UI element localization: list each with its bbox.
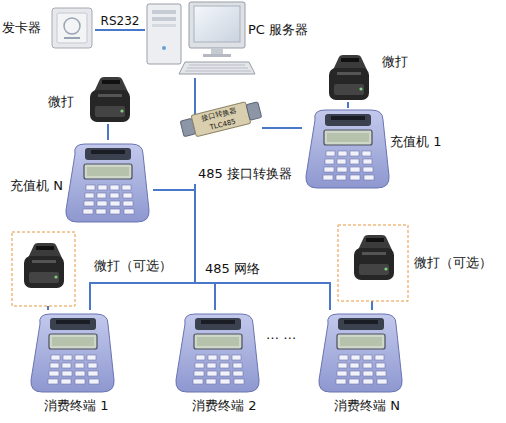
bus-wire [371,301,373,310]
node-label: 消费终端 1 [44,398,108,414]
converter-cable [262,127,296,129]
pos-terminal: 消费终端 1 [28,310,123,418]
terminal-icon [319,314,402,392]
pc-server: PC 服务器 [145,2,320,78]
bus-wire [95,29,145,31]
node-label: 充值机 1 [390,134,441,150]
recharge-machine: 充值机 N [8,140,153,215]
node-label: 微打 [382,54,408,70]
optional-printer: 微打（可选） [338,225,503,301]
bus-wire [153,184,195,190]
interface-label: RS232 [101,14,140,28]
printer-icon [90,77,130,122]
printer-icon [24,243,64,288]
printer-icon [354,235,394,280]
node-label: 消费终端 N [334,398,400,414]
node-label: 微打（可选） [94,258,172,274]
micro-printer: 微打 [45,72,135,124]
terminal-icon [176,314,259,392]
pos-terminal: 消费终端 N [315,310,410,418]
bus-wire [347,102,349,108]
optional-printer: 微打（可选） [12,232,177,306]
card-issuer-icon [52,8,92,48]
terminal-icon [31,314,114,392]
bus-wire [90,184,195,310]
card-issuer: 发卡器 [0,8,95,53]
node-label: PC 服务器 [248,22,308,38]
terminal-icon [66,144,149,222]
optional-frame [12,232,75,306]
node-label: 485 接口转换器 [198,166,292,182]
bus-wire [294,127,302,129]
terminal-icon [306,110,389,188]
bus-wire [47,306,49,310]
node-label: 发卡器 [2,20,41,36]
pos-terminal: 消费终端 2 [172,310,267,418]
bus-wire [194,78,196,116]
interface-converter: 485 接口转换器 [182,116,294,184]
bus-wire [107,124,109,140]
printer-icon [329,55,369,100]
pc-server-icon [147,2,255,74]
bus-wire [195,184,330,310]
node-label: 微打 [48,94,74,110]
node-label: 微打（可选） [414,255,492,271]
node-label: 充值机 N [10,178,63,194]
micro-printer: 微打 [322,52,412,102]
network-label: 485 网络 [205,261,260,276]
converter-icon [179,99,262,140]
recharge-machine: 充值机 1 [302,108,452,178]
bus-wire [195,184,215,310]
node-label: 消费终端 2 [192,398,256,414]
optional-frame [338,225,408,301]
ellipsis-mark: … … [266,327,296,342]
